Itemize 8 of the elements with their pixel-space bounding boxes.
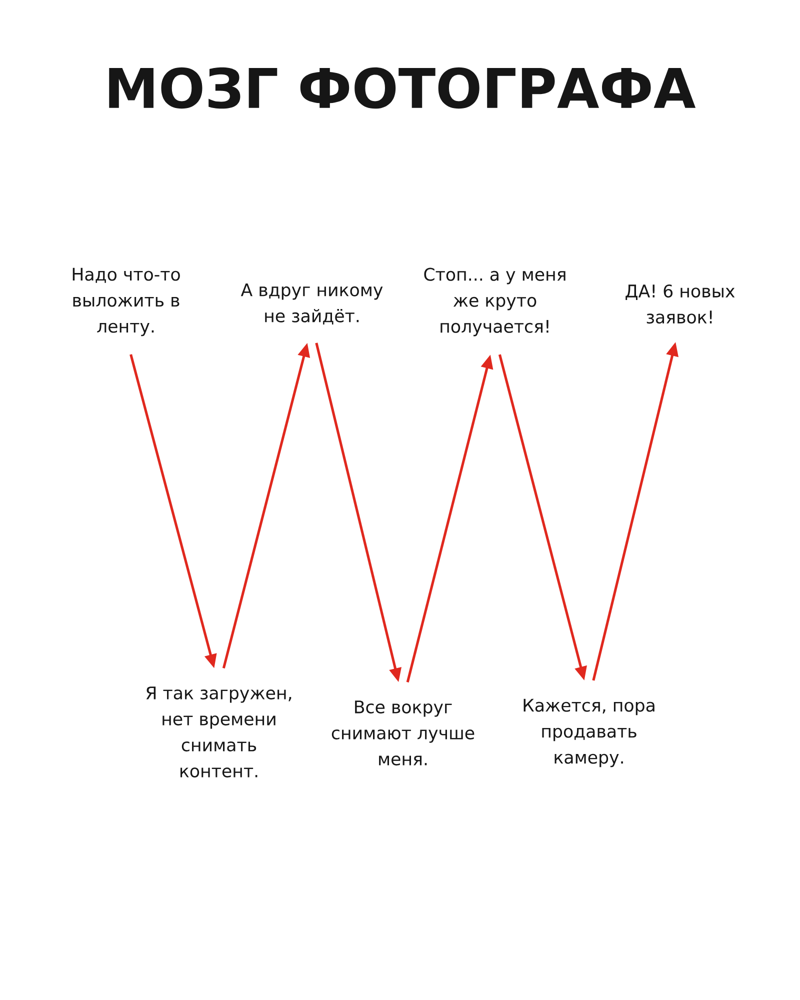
thought-text: Кажется, пора продавать камеру. <box>524 698 654 768</box>
thought-text: Надо что-то выложить в ленту. <box>72 268 180 336</box>
thought-text: Все вокруг снимают лучше меня. <box>332 700 474 766</box>
title: МОЗГ ФОТОГРАФА <box>109 67 696 109</box>
thought-text: Я так загружен, нет времени снимать контент. <box>146 686 292 778</box>
thought-text: Стоп... а у меня же круто получается! <box>424 268 566 336</box>
thought-text: ДА! 6 новых заявок! <box>626 284 735 324</box>
thought-text: А вдруг никому не зайдёт. <box>240 284 383 325</box>
